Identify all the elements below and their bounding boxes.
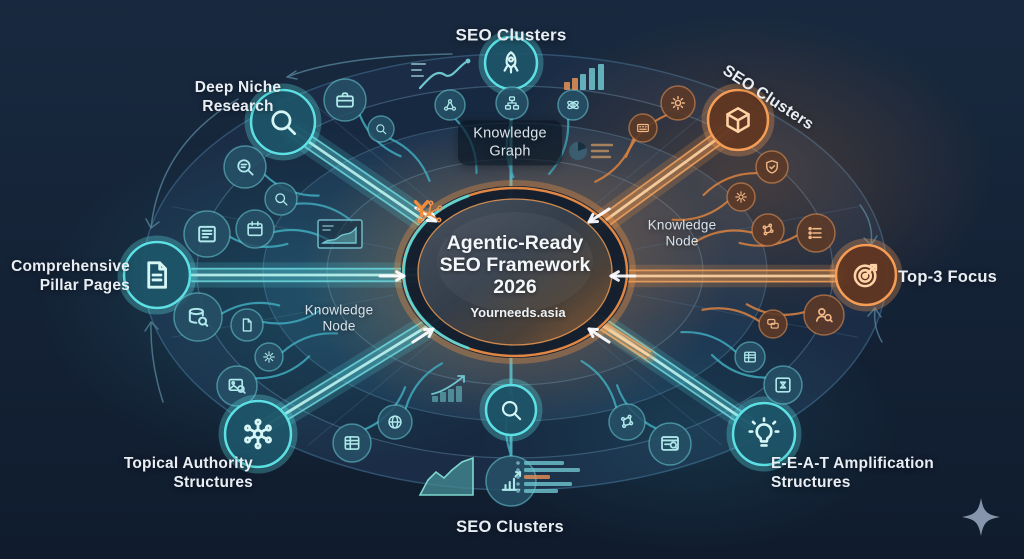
node-browser-search: [648, 422, 692, 466]
top-3-focus-label: Top-3 Focus: [898, 267, 998, 286]
rocket-icon: [503, 51, 519, 74]
node-molecule: [751, 213, 785, 247]
node-shield: [755, 150, 789, 184]
spreadsheet-icon: [744, 351, 756, 363]
node-file: [230, 308, 264, 342]
node-hierarchy: [495, 86, 529, 120]
gear-icon: [735, 191, 747, 203]
calendar-icon: [247, 221, 263, 237]
knowledge-node-right-label: Knowledge Node: [647, 217, 717, 249]
document-icon: [147, 261, 167, 289]
node-user-search: [803, 294, 845, 336]
globe-icon: [388, 415, 402, 429]
node-gear: [254, 342, 284, 372]
knowledge-graph-label: Knowledge Graph: [458, 120, 562, 166]
user-search-icon: [815, 308, 833, 323]
node-link-icon: [443, 99, 457, 111]
node-gear: [660, 85, 696, 121]
node-molecule: [608, 403, 646, 441]
atom-icon: [567, 100, 579, 110]
knowledge-node-left-label: Knowledge Node: [304, 302, 374, 334]
bar-chart-icon: [501, 470, 522, 491]
spreadsheet-icon: [344, 436, 360, 450]
combo-chart-glyph: [431, 375, 465, 402]
node-list: [796, 213, 836, 253]
hub-network-icon: [244, 418, 272, 450]
node-magnifier-doc: [223, 145, 267, 189]
node-hub-network: [218, 394, 298, 474]
hierarchy-icon: [504, 96, 520, 110]
gear-icon: [263, 351, 275, 363]
gear-icon: [670, 95, 686, 111]
node-bar-chart: [485, 455, 537, 507]
area-chart-glyph: [418, 456, 474, 496]
keyboard-icon: [637, 123, 649, 133]
target-icon: [853, 263, 878, 288]
node-target: [829, 238, 903, 312]
node-spreadsheet: [734, 341, 766, 373]
node-magnifier: [244, 83, 322, 161]
node-newspaper: [183, 210, 231, 258]
node-keyboard: [628, 113, 658, 143]
flow-arrow-icon: [411, 327, 435, 344]
seo-clusters-bottom-label: SEO Clusters: [456, 517, 564, 536]
node-atom: [557, 89, 589, 121]
node-node-link: [434, 89, 466, 121]
node-document: [117, 235, 197, 315]
sparkle-icon: [962, 498, 1000, 536]
node-magnifier: [264, 182, 298, 216]
list-icon: [808, 226, 822, 240]
topical-authority-structures-label: Topical Authority Structures: [123, 455, 253, 491]
magnifier-doc-icon: [237, 159, 254, 176]
node-image-search: [216, 365, 258, 407]
node-chat: [758, 309, 788, 339]
flow-arrow-icon: [587, 327, 611, 344]
molecule-icon: [762, 223, 774, 236]
newspaper-icon: [198, 225, 216, 243]
node-cube: [701, 83, 775, 157]
xml-box-icon: [775, 377, 791, 393]
pie-list-glyph: [569, 142, 614, 160]
magnifier-icon: [501, 400, 522, 421]
node-database-search: [173, 292, 223, 342]
magnifier-icon: [275, 193, 288, 206]
node-gear: [726, 182, 756, 212]
node-magnifier: [367, 115, 395, 143]
node-spreadsheet: [332, 423, 372, 463]
line-chart-glyph: [411, 58, 471, 90]
node-lightbulb: [726, 396, 802, 472]
browser-search-icon: [661, 436, 679, 451]
flow-arrow-icon: [609, 270, 637, 282]
magnifier-icon: [376, 124, 387, 135]
chat-icon: [767, 318, 779, 329]
eeat-amplification-structures-label: E-E-A-T Amplification Structures: [771, 455, 934, 491]
lightbulb-icon: [748, 417, 780, 447]
briefcase-icon: [336, 92, 354, 108]
node-globe: [377, 404, 413, 440]
seo-clusters-top-label: SEO Clusters: [455, 25, 567, 45]
file-icon: [242, 318, 252, 332]
node-xml-box: [763, 365, 803, 405]
node-calendar: [235, 209, 275, 249]
deep-niche-research-label: Deep Niche Research: [194, 79, 282, 115]
chart-card-glyph: [317, 219, 363, 249]
image-search-icon: [228, 378, 246, 394]
molecule-icon: [620, 414, 634, 429]
cube-icon: [726, 107, 750, 133]
flow-arrow-icon: [378, 270, 406, 282]
hbar-list-glyph: [516, 461, 580, 493]
shield-icon: [766, 160, 778, 174]
comprehensive-pillar-pages-label: Comprehensive Pillar Pages: [11, 258, 130, 294]
node-briefcase: [323, 78, 367, 122]
node-magnifier: [479, 378, 543, 442]
magnifier-icon: [271, 110, 297, 136]
flow-arrow-icon: [587, 207, 611, 224]
database-search-icon: [188, 307, 209, 327]
bar-chart-mini-glyph: [564, 64, 604, 90]
